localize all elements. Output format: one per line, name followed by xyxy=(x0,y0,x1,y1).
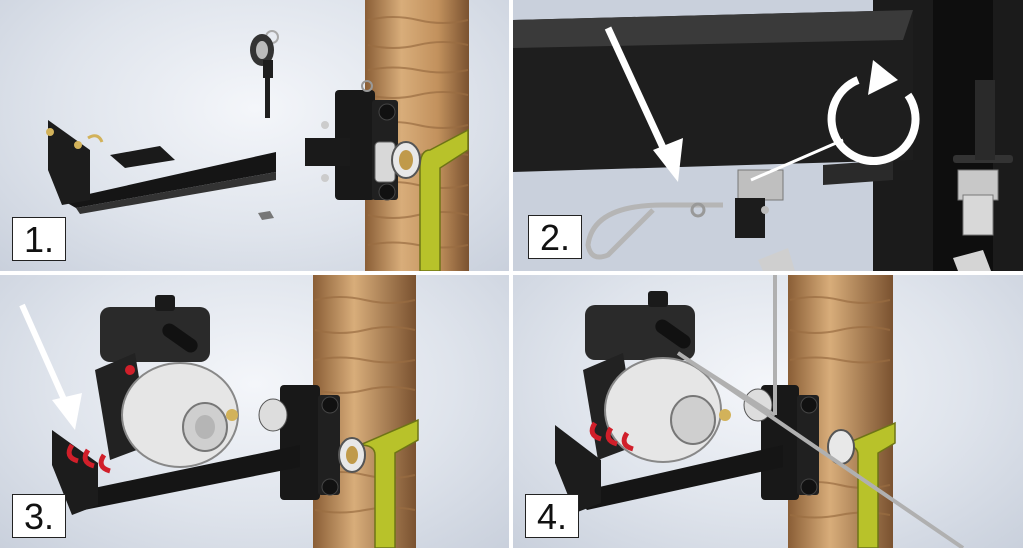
capstan-winch xyxy=(95,295,239,468)
step-label-2: 2. xyxy=(528,215,582,259)
rotate-arrow-icon xyxy=(750,60,920,182)
winch-mount-bracket xyxy=(555,425,783,513)
pulley-block xyxy=(250,30,279,118)
step-2-illustration xyxy=(513,0,1023,271)
red-hooks xyxy=(66,443,111,474)
tree-strap xyxy=(359,418,419,548)
rope xyxy=(676,275,965,548)
capstan-winch xyxy=(583,291,731,463)
step-label-1: 1. xyxy=(12,217,66,261)
step-1-panel: 1. xyxy=(0,0,509,271)
tree-mount-bracket xyxy=(743,385,855,500)
down-arrow-icon xyxy=(19,303,82,430)
winch-mount-bracket xyxy=(46,120,276,214)
lynch-pin xyxy=(585,202,723,260)
step-label-4: 4. xyxy=(525,494,579,538)
tree-mount-bracket xyxy=(305,80,421,201)
step-4-illustration xyxy=(555,275,965,548)
step-3-illustration xyxy=(19,275,419,548)
nut xyxy=(258,211,274,220)
step-2-panel: 2. xyxy=(513,0,1023,271)
step-4-panel: 4. xyxy=(513,275,1023,548)
step-3-panel: 3. xyxy=(0,275,509,548)
bracket-beam xyxy=(513,10,913,185)
down-arrow-icon xyxy=(604,26,683,182)
winch-mount-bracket xyxy=(52,430,300,515)
bolt-pin xyxy=(735,80,1013,238)
red-hooks xyxy=(589,421,634,452)
step-label-3: 3. xyxy=(12,494,66,538)
step-1-illustration xyxy=(46,0,469,271)
tree-mount-bracket xyxy=(258,385,366,500)
